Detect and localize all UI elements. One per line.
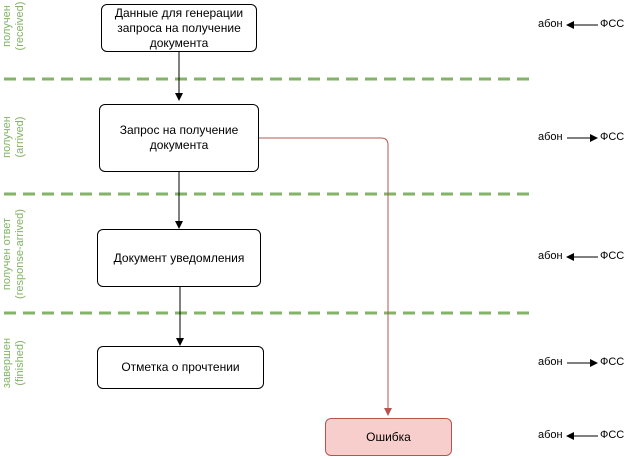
node-document-request-label: Запрос на получение документа: [119, 123, 239, 152]
node-document-request[interactable]: Запрос на получение документа: [99, 104, 259, 172]
direction-right-label-1: ФСС: [600, 18, 625, 30]
direction-left-label-1: абон: [538, 18, 563, 30]
node-notification-document[interactable]: Документ уведомления: [97, 229, 261, 287]
direction-left-label-2: абон: [538, 131, 563, 143]
edge-request-to-error: [259, 137, 392, 416]
lane-label-received: получен (received): [1, 1, 26, 51]
node-read-mark[interactable]: Отметка о прочтении: [97, 346, 264, 389]
direction-right-label-5: ФСС: [600, 429, 625, 441]
direction-right-label-4: ФСС: [600, 356, 625, 368]
direction-left-label-3: абон: [538, 250, 563, 262]
direction-right-label-2: ФСС: [600, 131, 625, 143]
lane-label-arrived: получен (arrived): [1, 116, 26, 158]
lane-label-response-arrived: получен ответ (response-arrived): [1, 209, 26, 299]
lane-label-finished: завершен (finished): [1, 337, 26, 389]
node-generation-data[interactable]: Данные для генерации запроса на получени…: [101, 4, 257, 52]
direction-right-label-3: ФСС: [600, 250, 625, 262]
node-generation-data-label: Данные для генерации запроса на получени…: [114, 5, 244, 50]
node-notification-document-label: Документ уведомления: [113, 250, 245, 265]
node-error-label: Ошибка: [366, 429, 411, 444]
direction-left-label-4: абон: [538, 356, 563, 368]
node-error[interactable]: Ошибка: [325, 418, 452, 456]
direction-left-label-5: абон: [538, 429, 563, 441]
node-read-mark-label: Отметка о прочтении: [121, 360, 240, 374]
